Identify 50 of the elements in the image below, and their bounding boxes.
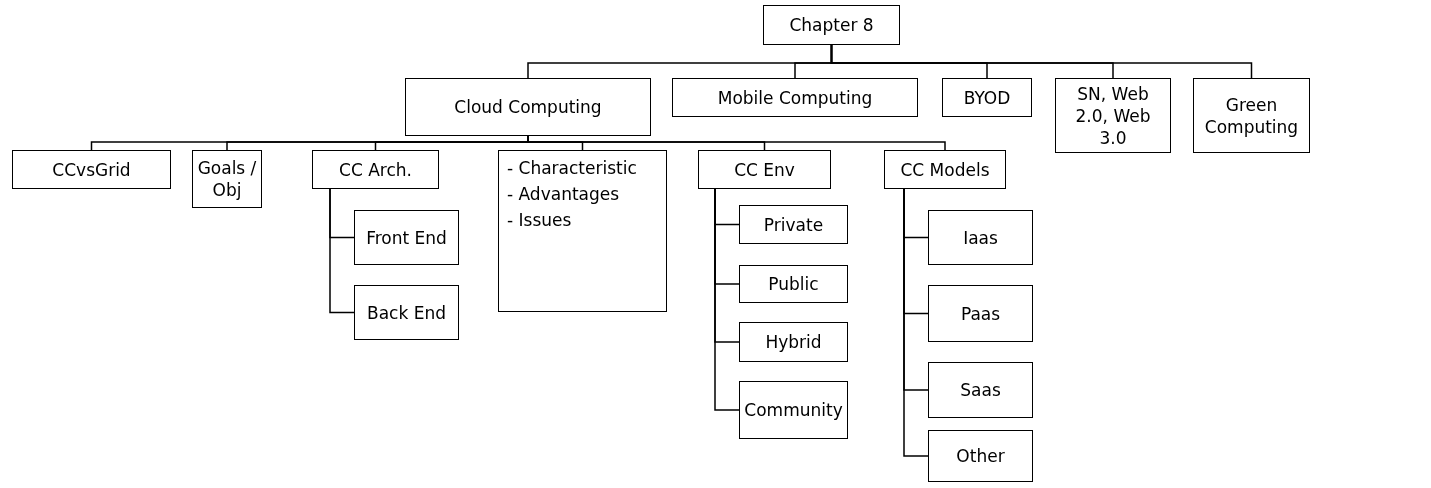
topic-label: CC Arch.: [339, 158, 412, 181]
topic-label: Chapter 8: [789, 14, 874, 36]
topic-label: Hybrid: [765, 331, 822, 353]
topic-label: Iaas: [963, 226, 998, 249]
topic-box: [928, 285, 1033, 342]
topic-box: [739, 205, 848, 244]
topic-label: Back End: [367, 301, 446, 324]
topic-box: [739, 265, 848, 303]
topic-label: Public: [768, 273, 819, 295]
list-item-text: - Characteristic: [507, 157, 637, 180]
list-item-text: - Advantages: [507, 183, 620, 206]
topic-box: [312, 150, 439, 189]
connector-line: [329, 188, 355, 314]
connector-line: [903, 188, 929, 457]
topic-label: BYOD: [963, 86, 1011, 109]
topic-box: [192, 150, 262, 208]
topic-label: Cloud Computing: [454, 96, 602, 118]
topic-box: [884, 150, 1006, 189]
topic-box: [1193, 78, 1310, 153]
topic-box: [739, 322, 848, 362]
topic-label: Saas: [960, 379, 1001, 401]
topic-box: [928, 210, 1033, 265]
topic-box: [405, 78, 651, 136]
topic-box: [942, 78, 1032, 117]
topic-label: Private: [763, 213, 824, 236]
topic-box: [763, 5, 900, 45]
topic-box: [354, 210, 459, 265]
topic-label: SN, Web 2.0, Web 3.0: [1074, 82, 1152, 149]
topic-box: [1055, 78, 1171, 153]
connector-line: [830, 44, 1253, 79]
topic-label: Mobile Computing: [717, 86, 873, 109]
connector-line: [714, 188, 740, 411]
topic-label: Community: [744, 399, 843, 421]
topic-box: [928, 362, 1033, 418]
topic-box: [354, 285, 459, 340]
list-item-text: - Issues: [507, 209, 572, 232]
topic-box: [928, 430, 1033, 482]
topic-label: CCvsGrid: [52, 158, 131, 181]
topic-box: [698, 150, 831, 189]
topic-label: Green Computing: [1203, 93, 1300, 138]
topic-label: Other: [956, 445, 1005, 467]
topic-label: CC Env: [734, 158, 795, 181]
topic-box: [672, 78, 918, 117]
topic-label: CC Models: [900, 158, 990, 181]
topic-label: Paas: [960, 302, 1001, 325]
topic-box: [739, 381, 848, 439]
topic-label: Goals / Obj: [197, 157, 257, 201]
topic-box: [12, 150, 171, 189]
topic-label: Front End: [366, 226, 447, 249]
topic-box: [498, 150, 667, 312]
